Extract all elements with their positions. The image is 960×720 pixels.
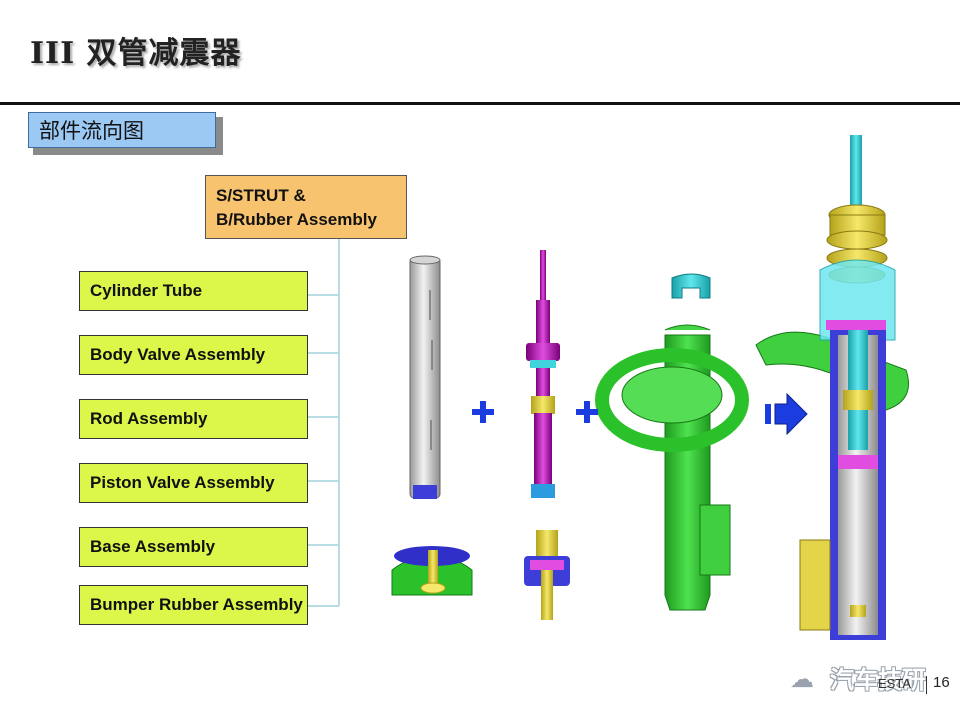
- watermark-text: 汽车技研: [830, 666, 926, 694]
- part-piston-valve-assembly: Piston Valve Assembly: [79, 463, 308, 503]
- section-label-box: 部件流向图: [28, 112, 223, 155]
- section-label: 部件流向图: [28, 112, 216, 148]
- right-arrow-icon: [765, 393, 808, 435]
- plus-icon: [576, 401, 598, 423]
- page-separator: [926, 676, 927, 694]
- piston-valve-image: [524, 530, 570, 620]
- assembly-label-line2: B/Rubber Assembly: [216, 210, 377, 229]
- page-number: 16: [933, 674, 950, 691]
- assembly-box: S/STRUT & B/Rubber Assembly: [205, 175, 407, 239]
- cylinder-tube-image: [409, 255, 441, 499]
- part-base-assembly: Base Assembly: [79, 527, 308, 567]
- slide-title: III 双管减震器: [30, 36, 242, 71]
- rod-assembly-image: [526, 250, 560, 498]
- part-body-valve-assembly: Body Valve Assembly: [79, 335, 308, 375]
- strut-tube-image: [595, 273, 749, 611]
- footer-brand: ESTA: [878, 676, 911, 691]
- plus-icon: [472, 401, 494, 423]
- complete-strut-image: [755, 135, 909, 640]
- assembly-label-line1: S/STRUT &: [216, 186, 306, 205]
- wechat-icon: ☁: [790, 665, 814, 693]
- part-rod-assembly: Rod Assembly: [79, 399, 308, 439]
- part-bumper-rubber-assembly: Bumper Rubber Assembly: [79, 585, 308, 625]
- base-assembly-image: [391, 546, 473, 596]
- title-divider: [0, 102, 960, 105]
- part-cylinder-tube: Cylinder Tube: [79, 271, 308, 311]
